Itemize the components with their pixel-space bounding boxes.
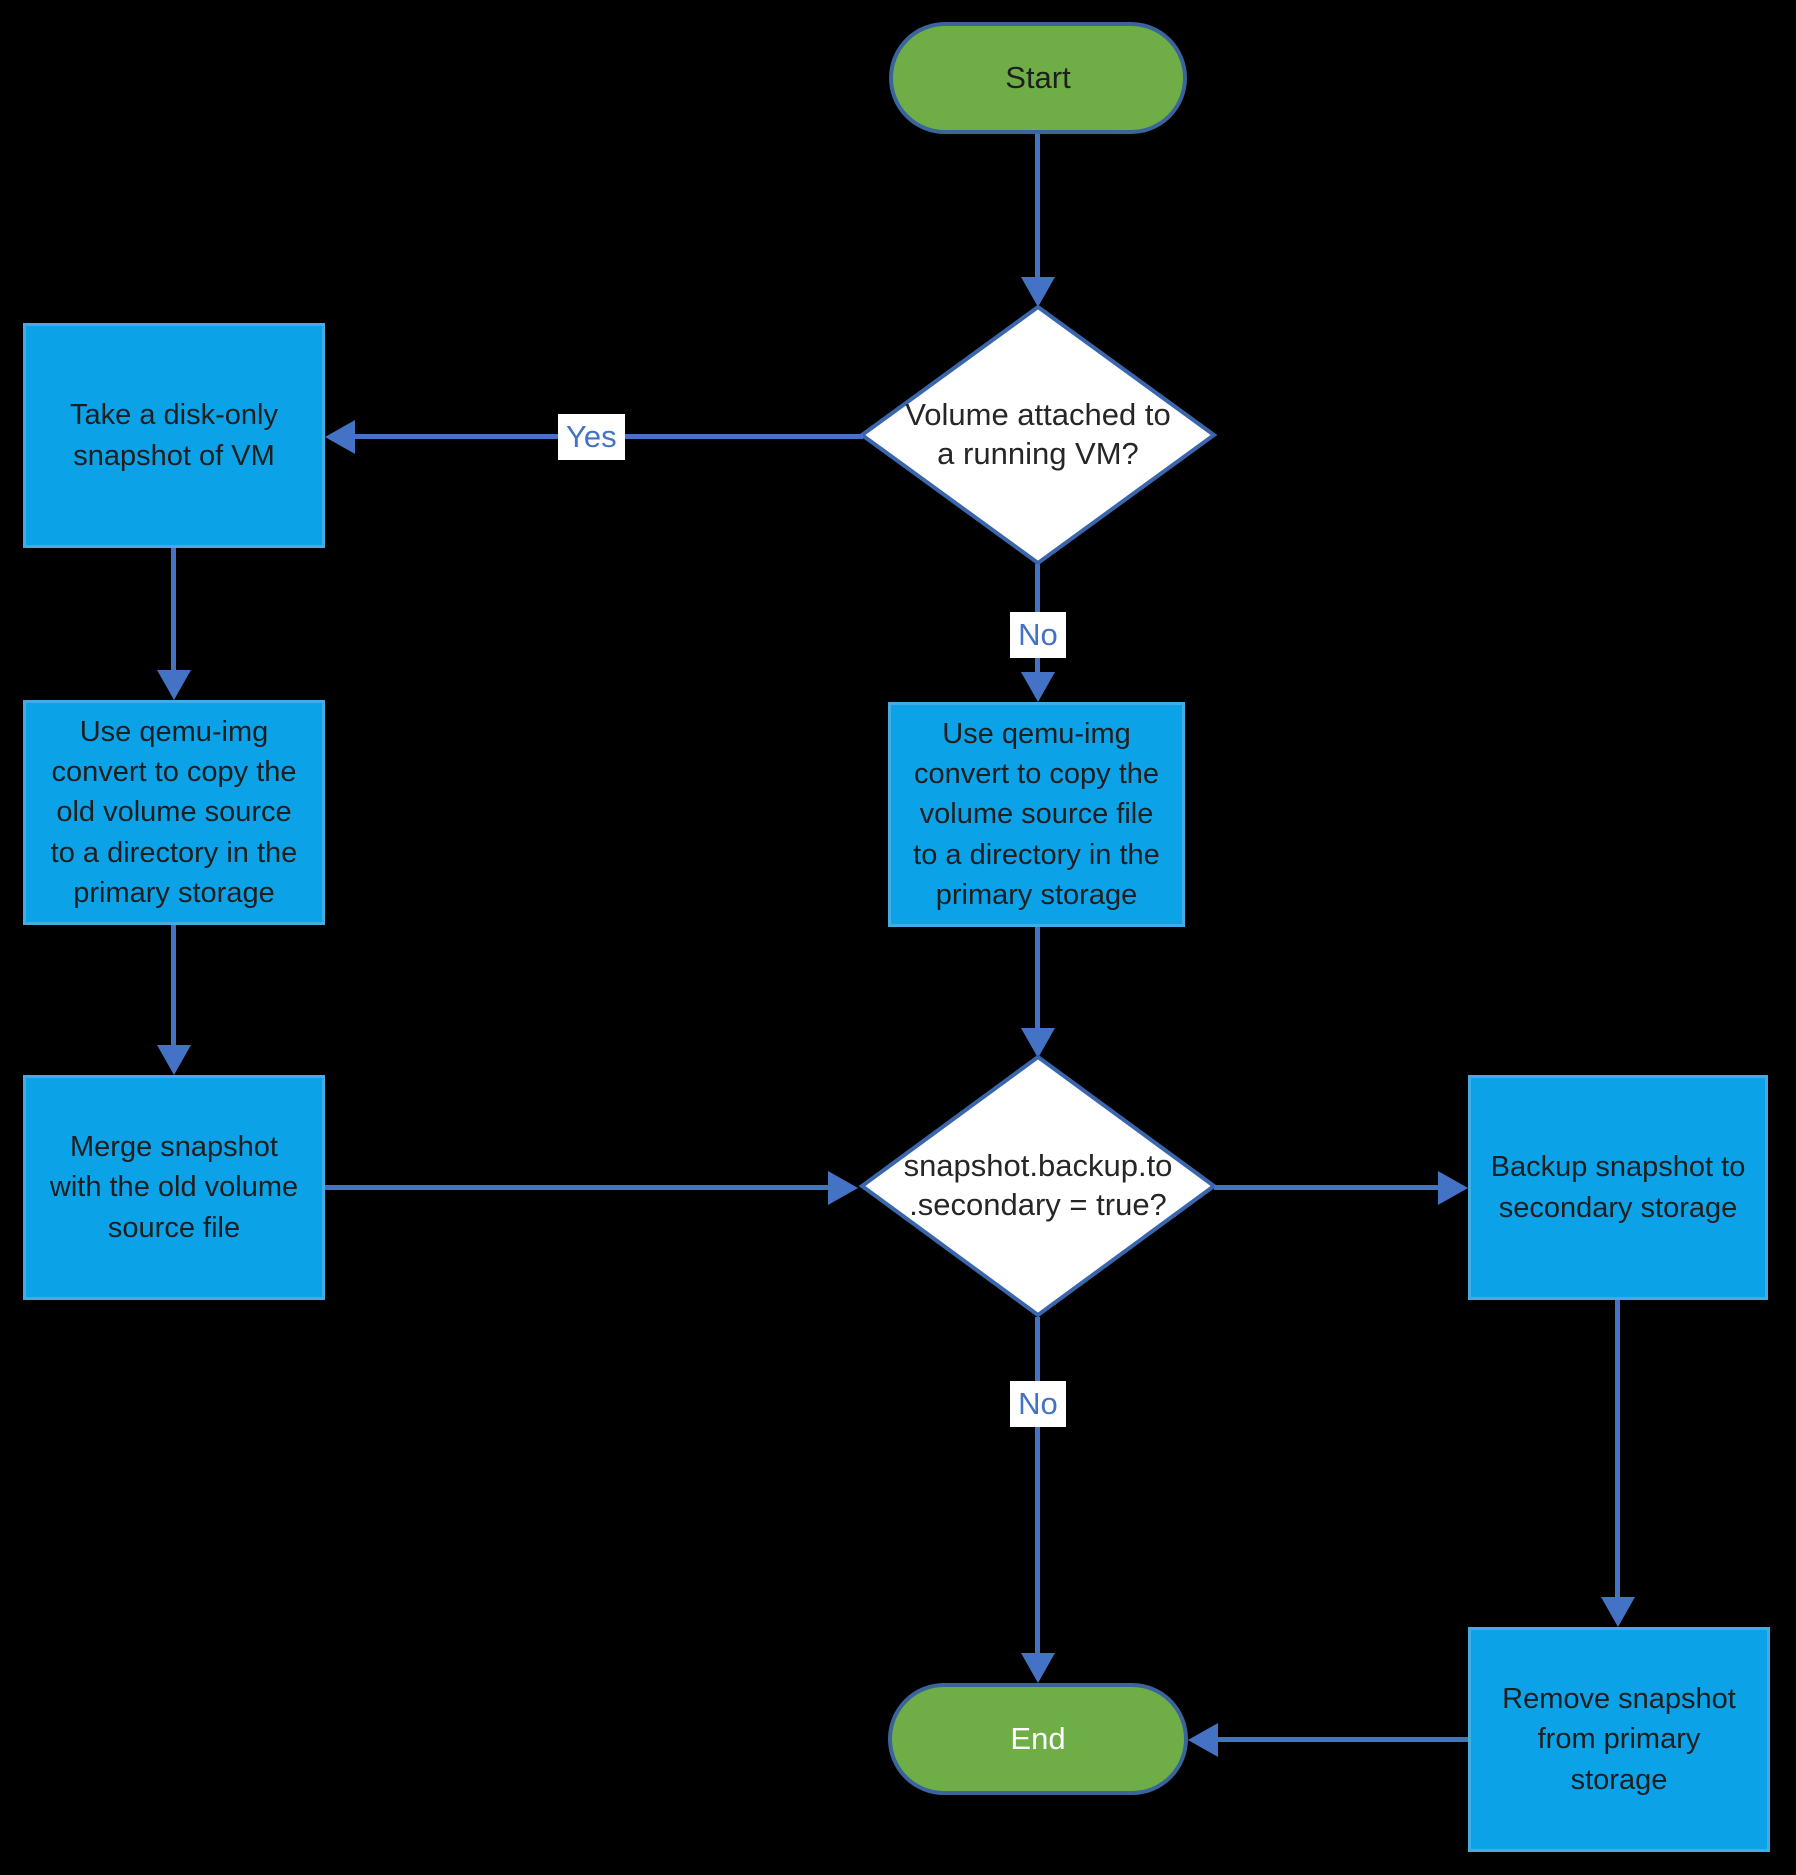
node-decision-backup-to-secondary-label: snapshot.backup.to .secondary = true? <box>903 1148 1173 1222</box>
node-decision-backup-to-secondary: snapshot.backup.to .secondary = true? <box>858 1053 1218 1319</box>
connector-remove-to-end <box>1216 1737 1468 1742</box>
connector-decision2-no <box>1035 1317 1040 1655</box>
arrowhead-down-icon <box>1021 672 1055 702</box>
arrowhead-down-icon <box>157 1045 191 1075</box>
connector-backup-to-remove <box>1615 1300 1620 1599</box>
connector-copyold-to-merge <box>171 925 176 1047</box>
node-end-label: End <box>1010 1721 1066 1756</box>
arrowhead-right-icon <box>1438 1171 1468 1205</box>
connector-start-to-decision1 <box>1035 134 1040 279</box>
connector-merge-to-decision2 <box>325 1185 830 1190</box>
arrowhead-down-icon <box>1021 1653 1055 1683</box>
node-copy-old-volume-source-label: Use qemu-img convert to copy the old vol… <box>50 716 298 909</box>
node-decision-volume-attached: Volume attached to a running VM? <box>858 303 1218 567</box>
edge-label-yes: Yes <box>558 414 625 460</box>
node-take-disk-only-snapshot: Take a disk-only snapshot of VM <box>23 323 325 548</box>
arrowhead-down-icon <box>1021 1028 1055 1058</box>
arrowhead-right-icon <box>828 1171 858 1205</box>
node-take-disk-only-snapshot-label: Take a disk-only snapshot of VM <box>70 399 278 472</box>
diamond-shape <box>858 1054 1218 1318</box>
arrowhead-down-icon <box>157 670 191 700</box>
connector-decision2-yes <box>1214 1185 1440 1190</box>
node-copy-volume-source: Use qemu-img convert to copy the volume … <box>888 702 1185 927</box>
node-copy-volume-source-label: Use qemu-img convert to copy the volume … <box>913 718 1160 911</box>
connector-copy-to-decision2 <box>1035 927 1040 1030</box>
connector-snapshot-to-copyold <box>171 548 176 672</box>
node-start-label: Start <box>1005 60 1071 95</box>
node-merge-snapshot-label: Merge snapshot with the old volume sourc… <box>49 1131 299 1244</box>
node-backup-snapshot-to-secondary: Backup snapshot to secondary storage <box>1468 1075 1768 1300</box>
edge-label-no-1: No <box>1010 612 1066 658</box>
edge-label-no-2: No <box>1010 1381 1066 1427</box>
arrowhead-down-icon <box>1601 1597 1635 1627</box>
node-remove-snapshot-from-primary-label: Remove snapshot from primary storage <box>1502 1683 1736 1796</box>
node-remove-snapshot-from-primary: Remove snapshot from primary storage <box>1468 1627 1770 1852</box>
node-start: Start <box>889 22 1187 134</box>
arrowhead-left-icon <box>1188 1723 1218 1757</box>
node-merge-snapshot: Merge snapshot with the old volume sourc… <box>23 1075 325 1300</box>
node-backup-snapshot-to-secondary-label: Backup snapshot to secondary storage <box>1490 1151 1746 1224</box>
node-end: End <box>888 1683 1188 1795</box>
node-decision-volume-attached-label: Volume attached to a running VM? <box>905 397 1171 471</box>
node-copy-old-volume-source: Use qemu-img convert to copy the old vol… <box>23 700 325 925</box>
diamond-shape <box>858 304 1218 566</box>
arrowhead-down-icon <box>1021 277 1055 307</box>
arrowhead-left-icon <box>325 420 355 454</box>
